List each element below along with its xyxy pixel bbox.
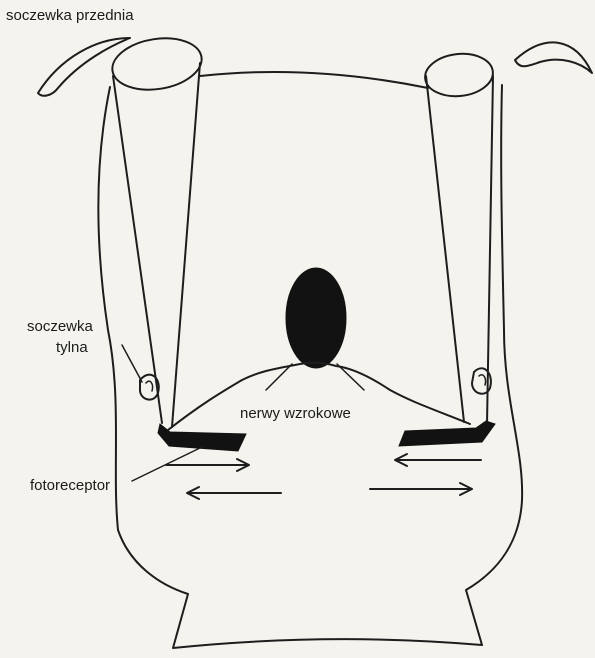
rear-lens-label-line2: tylna [56, 339, 88, 356]
photoreceptor-label: fotoreceptor [30, 477, 110, 494]
front-lens-label: soczewka przednia [6, 7, 134, 24]
rear-lens-label-line1: soczewka [27, 318, 94, 335]
optic-nerves-label: nerwy wzrokowe [240, 405, 351, 422]
brain-ganglion [286, 268, 346, 368]
